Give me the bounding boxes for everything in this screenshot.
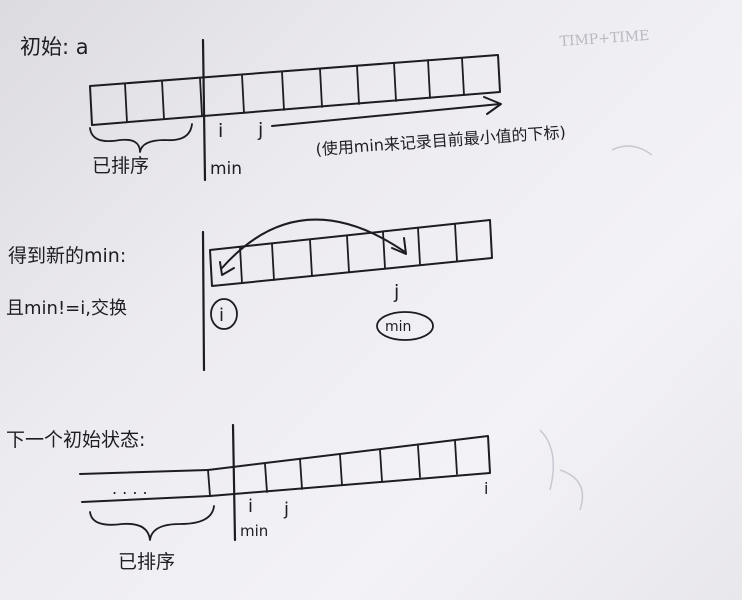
array-3-sorted-edge <box>79 469 211 503</box>
scan-arrowhead <box>483 96 502 115</box>
swap-arrowhead-left <box>219 261 235 276</box>
i-label-2: i <box>219 305 224 326</box>
circled-i <box>210 298 238 330</box>
array-3-cells <box>264 440 458 493</box>
array-2-cells <box>239 223 458 284</box>
array-2 <box>209 219 493 287</box>
array-3-left-cell <box>207 469 211 497</box>
i-label-3: i <box>248 496 253 517</box>
divider-line-3 <box>231 423 237 542</box>
array-1 <box>89 54 501 126</box>
ghost-scribble <box>539 429 584 511</box>
sorted-brace-3 <box>89 505 215 541</box>
ghost-text: TIMP+TIME <box>559 28 650 50</box>
array-2-outline <box>209 219 493 287</box>
section2-heading-line1: 得到新的min: <box>8 245 126 267</box>
j-label-3: j <box>283 499 289 520</box>
i-label-1: i <box>218 120 223 142</box>
swap-arrowhead-right <box>391 237 407 255</box>
divider-line-2 <box>201 230 206 372</box>
min-label-1: min <box>210 159 242 179</box>
min-label-3: min <box>240 522 268 540</box>
section3-heading: 下一个初始状态: <box>6 429 145 451</box>
min-label-2: min <box>385 319 411 335</box>
sorted-label-3: 已排序 <box>118 551 175 573</box>
section1-heading: 初始: a <box>20 35 89 59</box>
array-3-outline <box>207 435 491 497</box>
array-1-outline <box>89 54 501 126</box>
j-label-1: j <box>257 119 263 141</box>
note-text: (使用min来记录目前最小值的下标) <box>315 123 566 159</box>
end-i-label: i <box>484 479 488 498</box>
dots: . . . . <box>112 479 148 498</box>
sorted-label-1: 已排序 <box>92 155 149 177</box>
divider-line-1 <box>201 38 207 182</box>
swap-arc-arrow <box>221 218 406 269</box>
scan-arrow <box>271 103 501 127</box>
section2-heading-line2: 且min!=i,交换 <box>6 298 127 319</box>
sorted-brace-1 <box>89 123 193 153</box>
circled-min <box>376 311 434 341</box>
j-label-2: j <box>393 281 399 303</box>
array-1-cells <box>124 57 465 123</box>
array-3 <box>79 435 491 503</box>
ghost-scribble <box>611 145 653 156</box>
